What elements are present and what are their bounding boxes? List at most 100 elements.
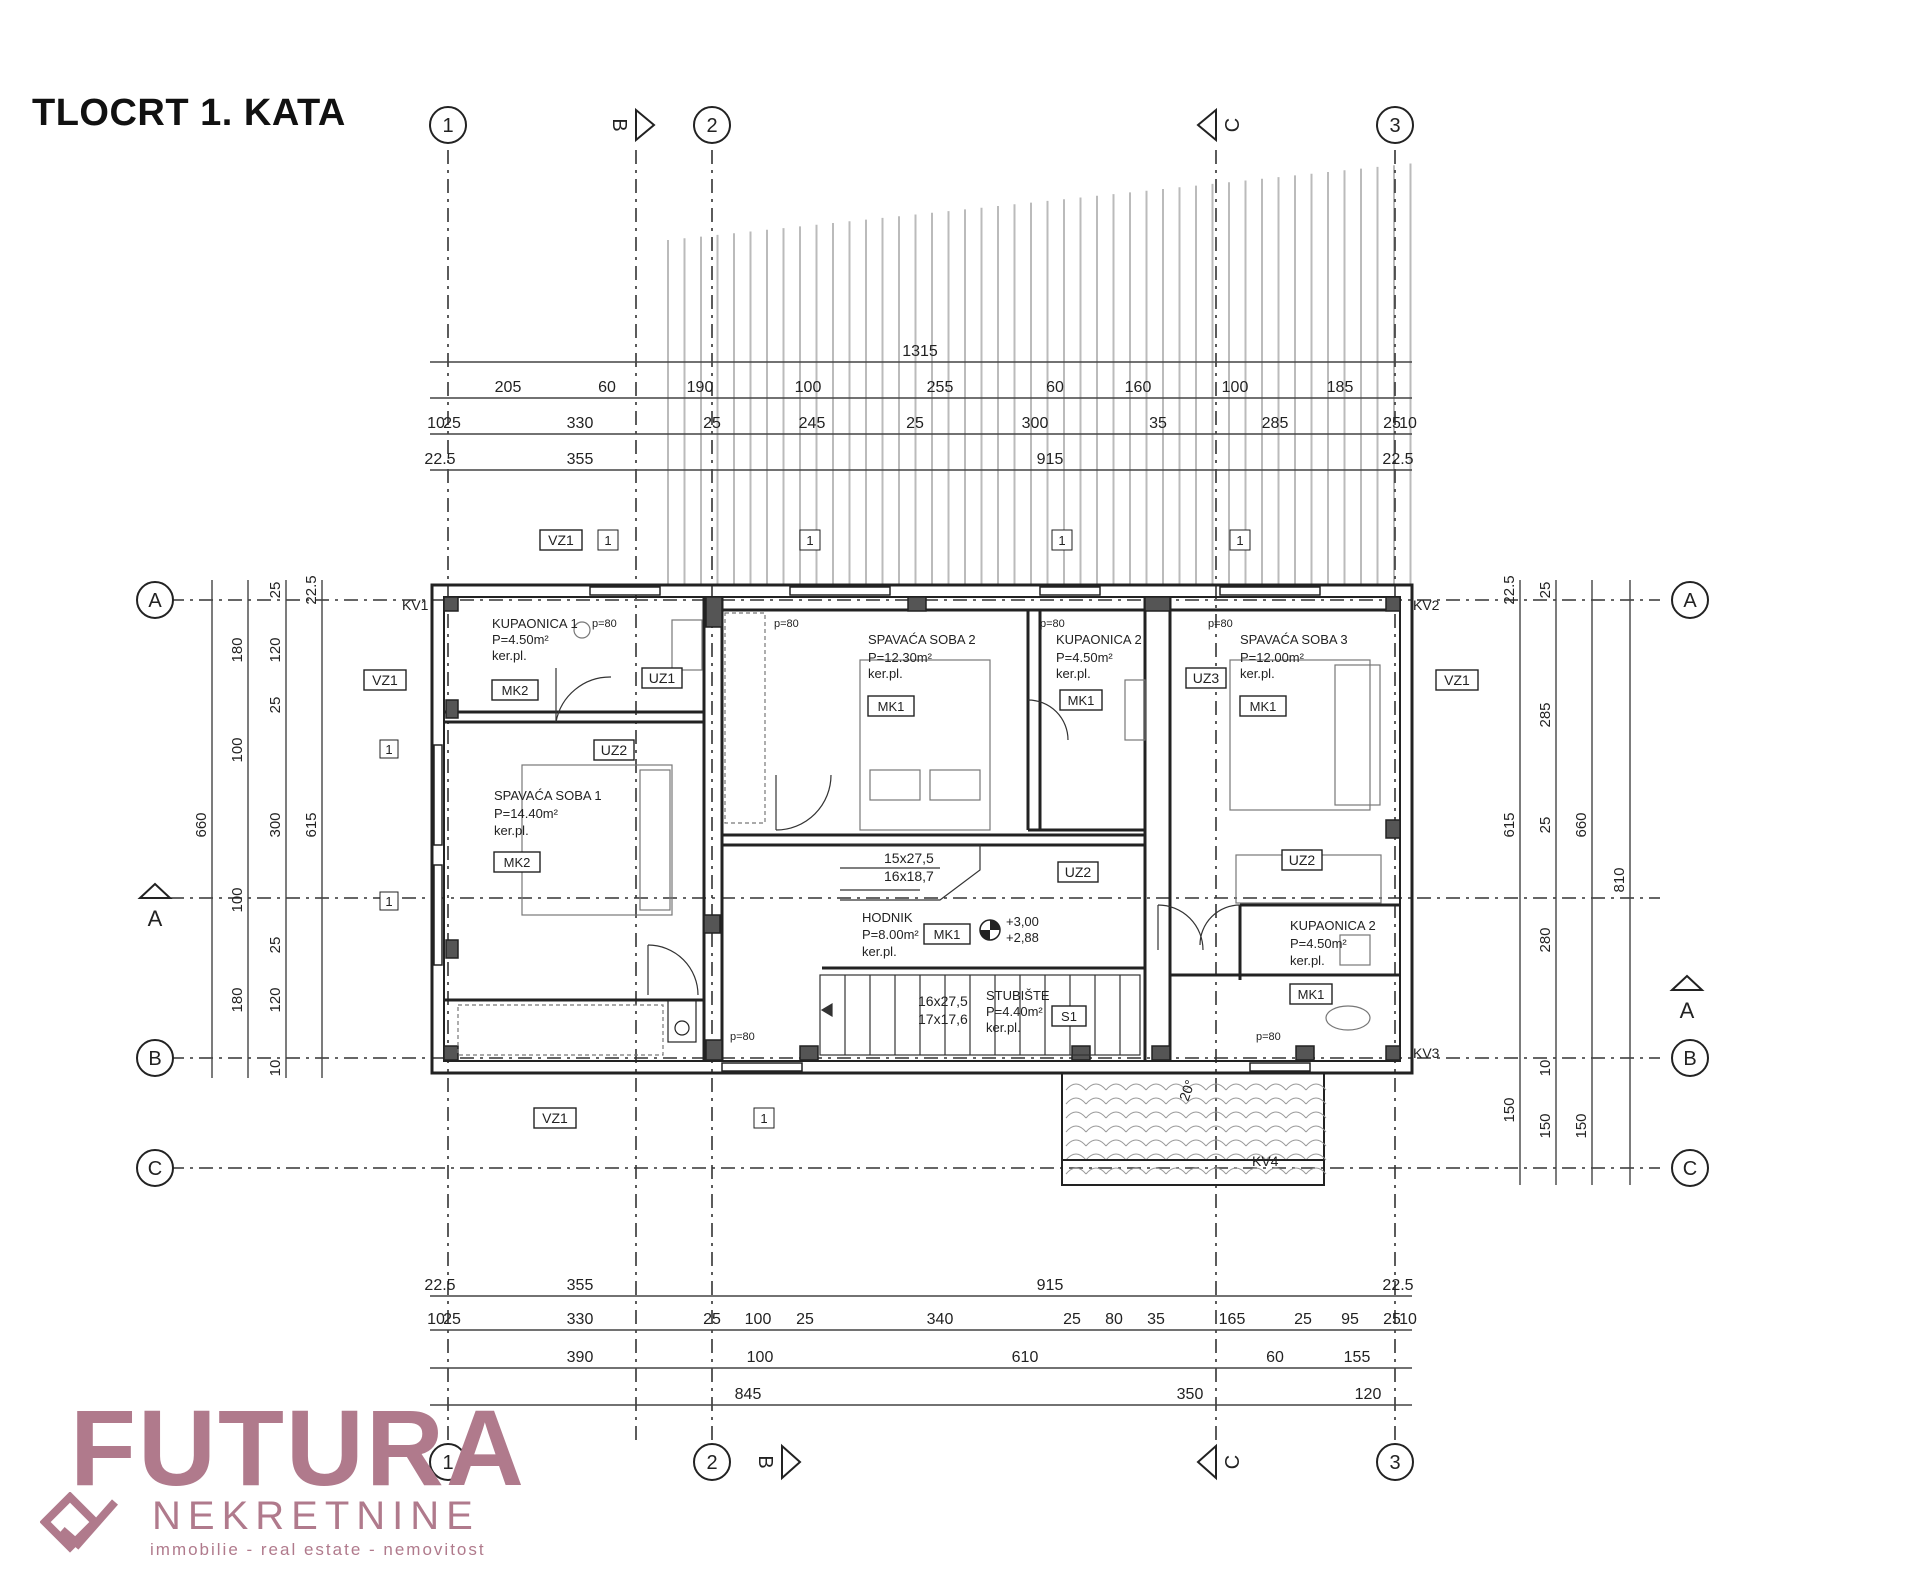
terrace-tile bbox=[1125, 1153, 1147, 1161]
terrace-tile bbox=[1225, 1153, 1247, 1161]
dim-bottom-row1-item: 355 bbox=[567, 1277, 594, 1294]
dim-top-overall: 1315 bbox=[902, 343, 938, 360]
kv3-label: KV3 bbox=[1413, 1045, 1440, 1061]
dim-bottom-row2-item: 330 bbox=[567, 1311, 594, 1328]
dimension-lines-top bbox=[430, 361, 1412, 471]
tag-uz3: UZ3 bbox=[1185, 667, 1227, 689]
terrace-tile bbox=[1305, 1167, 1327, 1175]
terrace-tile bbox=[1105, 1153, 1127, 1161]
dim-bottom-row3-item: 155 bbox=[1344, 1349, 1371, 1366]
axis-bubble-row-a-left: A bbox=[136, 581, 174, 619]
axis-bubble-col-3-bottom: 3 bbox=[1376, 1443, 1414, 1481]
terrace-tile bbox=[1205, 1139, 1227, 1147]
terrace-tile bbox=[1305, 1153, 1327, 1161]
parapet-label: p=80 bbox=[1040, 618, 1065, 630]
terrace-tile bbox=[1265, 1125, 1287, 1133]
tag-vz1-right: VZ1 bbox=[1435, 669, 1479, 691]
dim-bottom-row3-item: 100 bbox=[747, 1349, 774, 1366]
dim-bottom-row1-item: 22.5 bbox=[1382, 1277, 1413, 1294]
svg-text:MK1: MK1 bbox=[934, 927, 961, 942]
room-label-kupaonica-2-top: KUPAONICA 2 P=4.50m² ker.pl. MK1 bbox=[1056, 632, 1142, 711]
terrace-tile bbox=[1225, 1125, 1247, 1133]
room-label-spavaca-soba-3: SPAVAĆA SOBA 3 P=12.00m² ker.pl. MK1 bbox=[1239, 632, 1348, 717]
svg-text:MK1: MK1 bbox=[1298, 987, 1325, 1002]
stair-label: 15x27,5 bbox=[884, 850, 934, 866]
level-label: +2,88 bbox=[1006, 930, 1039, 945]
terrace-tile bbox=[1165, 1097, 1187, 1105]
section-marker-c-top: C bbox=[1196, 107, 1244, 143]
dim-bottom-row2-item: 25 bbox=[796, 1311, 814, 1328]
svg-text:A: A bbox=[148, 906, 163, 931]
terrace-tile bbox=[1205, 1167, 1227, 1175]
terrace-tile bbox=[1185, 1167, 1207, 1175]
terrace-tile bbox=[1145, 1167, 1167, 1175]
svg-text:B: B bbox=[148, 1048, 161, 1070]
dim-bottom-row4-item: 845 bbox=[735, 1386, 762, 1403]
svg-text:ker.pl.: ker.pl. bbox=[494, 823, 529, 838]
dim-left-item: 615 bbox=[303, 812, 320, 837]
terrace-tile bbox=[1165, 1083, 1187, 1091]
section-marker-a-right: A bbox=[1669, 974, 1705, 1023]
svg-text:1: 1 bbox=[1236, 533, 1243, 548]
svg-text:3: 3 bbox=[1389, 115, 1400, 137]
axis-bubble-col-2: 2 bbox=[693, 106, 731, 144]
terrace bbox=[1061, 1072, 1327, 1186]
svg-text:P=14.40m²: P=14.40m² bbox=[494, 806, 559, 821]
dim-top-row2-item: 25 bbox=[443, 415, 461, 432]
svg-text:C: C bbox=[148, 1158, 162, 1180]
dim-right: 285 615 25 660 280 810 150 150 150 10 25… bbox=[1501, 575, 1628, 1138]
logo-mark-icon bbox=[40, 1492, 119, 1553]
dim-left-item: 25 bbox=[267, 582, 284, 599]
svg-text:P=4.50m²: P=4.50m² bbox=[492, 632, 549, 647]
svg-text:3: 3 bbox=[1389, 1452, 1400, 1474]
dim-right-item: 280 bbox=[1537, 927, 1554, 952]
terrace-tile bbox=[1245, 1111, 1267, 1119]
svg-text:VZ1: VZ1 bbox=[542, 1110, 568, 1126]
terrace-tile bbox=[1245, 1097, 1267, 1105]
dim-bottom-row1-item: 915 bbox=[1037, 1277, 1064, 1294]
svg-text:MK2: MK2 bbox=[504, 855, 531, 870]
axis-bubble-row-b-right: B bbox=[1671, 1039, 1709, 1077]
terrace-tile bbox=[1145, 1153, 1167, 1161]
parapet-label: p=80 bbox=[1256, 1031, 1281, 1043]
svg-text:P=4.50m²: P=4.50m² bbox=[1290, 936, 1347, 951]
terrace-tile bbox=[1185, 1125, 1207, 1133]
terrace-tile bbox=[1085, 1153, 1107, 1161]
interior-walls bbox=[444, 597, 1400, 1061]
svg-text:SPAVAĆA SOBA 1: SPAVAĆA SOBA 1 bbox=[494, 788, 602, 803]
svg-text:UZ1: UZ1 bbox=[649, 670, 676, 686]
dim-left-item: 660 bbox=[193, 812, 210, 837]
svg-text:A: A bbox=[1683, 590, 1697, 612]
terrace-tile bbox=[1285, 1083, 1307, 1091]
terrace-tile bbox=[1265, 1111, 1287, 1119]
svg-text:MK1: MK1 bbox=[1068, 693, 1095, 708]
dim-left-item: 100 bbox=[229, 887, 246, 912]
svg-text:UZ2: UZ2 bbox=[1289, 852, 1316, 868]
dim-right-item: 810 bbox=[1611, 867, 1628, 892]
section-marker-a-left: A bbox=[137, 882, 173, 931]
svg-text:A: A bbox=[148, 590, 162, 612]
level-marker: +3,00 +2,88 bbox=[979, 914, 1039, 945]
parapet-label: p=80 bbox=[592, 618, 617, 630]
svg-text:B: B bbox=[1683, 1048, 1696, 1070]
dim-top-row2-item: 245 bbox=[799, 415, 826, 432]
kv4-label: KV4 bbox=[1252, 1153, 1279, 1169]
svg-text:C: C bbox=[1222, 1455, 1244, 1469]
dim-bottom-row3: 390 100 610 60 155 bbox=[567, 1349, 1371, 1366]
dim-left-item: 22.5 bbox=[303, 575, 320, 604]
terrace-tile bbox=[1265, 1153, 1287, 1161]
terrace-tile bbox=[1065, 1083, 1087, 1091]
svg-text:VZ1: VZ1 bbox=[372, 672, 398, 688]
dim-bottom-row2-item: 100 bbox=[745, 1311, 772, 1328]
svg-text:ker.pl.: ker.pl. bbox=[1056, 666, 1091, 681]
stair-annotations: 15x27,5 16x18,7 16x27,5 17x17,6 bbox=[884, 850, 968, 1027]
svg-text:ker.pl.: ker.pl. bbox=[492, 648, 527, 663]
terrace-tile bbox=[1265, 1167, 1287, 1175]
dim-top-row2-item: 300 bbox=[1022, 415, 1049, 432]
svg-text:P=4.40m²: P=4.40m² bbox=[986, 1004, 1043, 1019]
dim-left: 180 120 25 100 300 100 25 120 180 660 61… bbox=[193, 575, 320, 1076]
dim-right-item: 150 bbox=[1537, 1113, 1554, 1138]
dim-right-item: 615 bbox=[1501, 812, 1518, 837]
svg-text:1: 1 bbox=[1058, 533, 1065, 548]
